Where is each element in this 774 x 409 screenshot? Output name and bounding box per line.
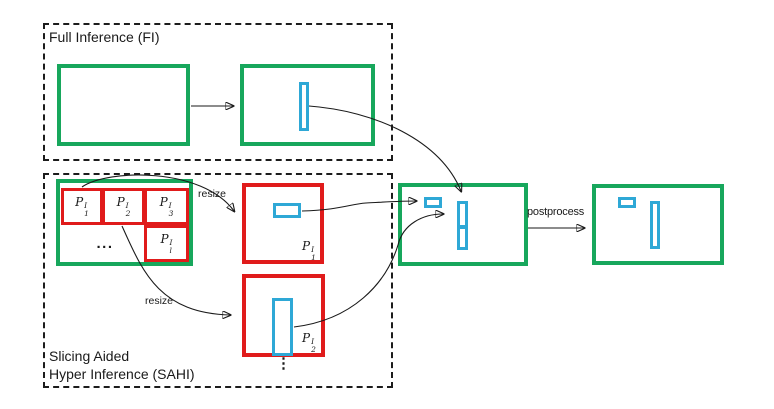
merged-bbox-vertical-bottom — [457, 226, 468, 250]
final-bbox-horizontal — [618, 197, 636, 208]
fi-region — [43, 23, 393, 161]
sahi-region-title-line1: Slicing Aided — [49, 348, 130, 364]
sahi-region-title-line2: Hyper Inference (SAHI) — [49, 366, 195, 382]
resize-bottom-label: resize — [145, 295, 174, 307]
patch2-detection-bbox — [272, 298, 293, 356]
final-bbox-vertical — [650, 201, 660, 249]
resize-top-label: resize — [198, 188, 227, 200]
postprocess-label: postprocess — [527, 206, 585, 218]
merged-bbox-horizontal — [424, 197, 442, 208]
final-result-box — [592, 184, 724, 265]
fi-input-image-box — [57, 64, 190, 146]
merged-bbox-vertical-top — [457, 201, 468, 228]
slice-grid-ellipsis: ... — [96, 235, 114, 252]
fi-detection-bbox — [299, 82, 309, 131]
fi-region-title: Full Inference (FI) — [49, 29, 160, 45]
patch1-detection-bbox — [273, 203, 301, 218]
patches-vertical-ellipsis: ⋮ — [276, 355, 291, 372]
